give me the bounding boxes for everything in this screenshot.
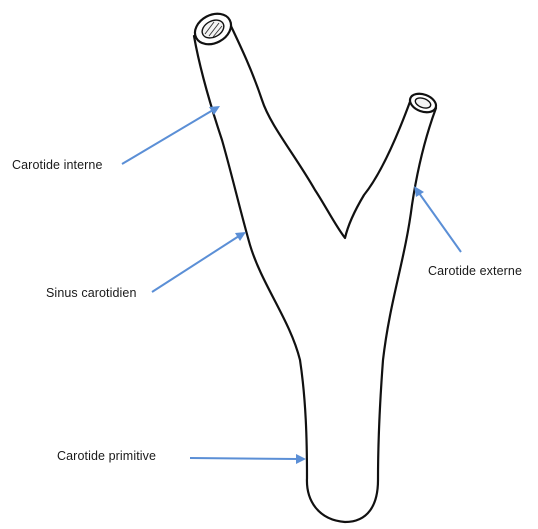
- label-carotide-externe: Carotide externe: [428, 264, 522, 278]
- arrow-carotide-externe: [414, 186, 461, 252]
- label-carotide-interne: Carotide interne: [12, 158, 103, 172]
- carotid-vessel-outline: [194, 24, 436, 522]
- label-sinus-carotidien: Sinus carotidien: [46, 286, 137, 300]
- arrow-sinus-carotidien: [152, 232, 246, 292]
- arrow-carotide-interne: [122, 106, 220, 164]
- arrow-carotide-primitive: [190, 454, 306, 464]
- label-carotide-primitive: Carotide primitive: [57, 449, 156, 463]
